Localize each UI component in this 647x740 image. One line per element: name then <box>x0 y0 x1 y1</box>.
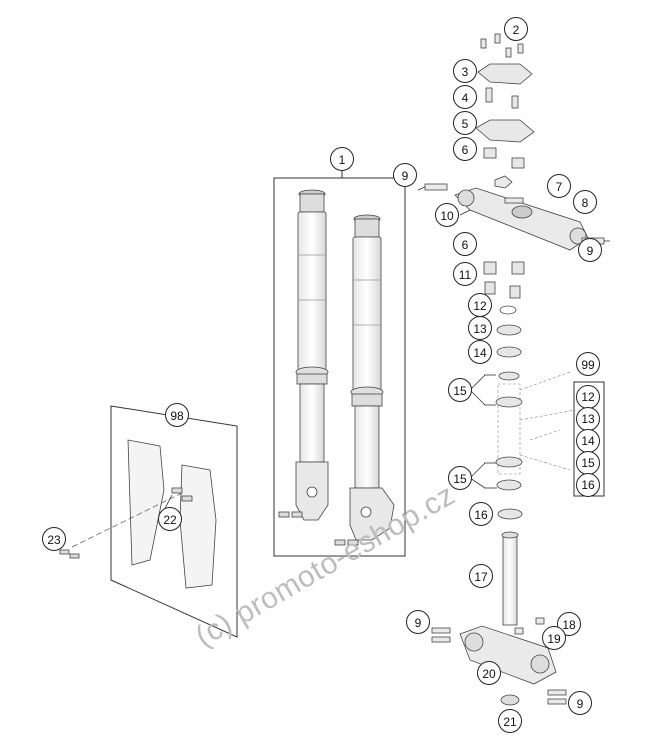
callout-20: 20 <box>477 661 501 685</box>
steering-stem <box>501 531 519 626</box>
fork-leg-right <box>349 214 395 541</box>
dashed-guide-23 <box>71 492 183 548</box>
handlebar-clamps <box>475 33 535 169</box>
kit-item-13: 13 <box>576 407 600 431</box>
callout-10: 10 <box>435 203 459 227</box>
protector-group-frame <box>110 405 238 638</box>
kit-item-15: 15 <box>576 451 600 475</box>
callout-23: 23 <box>42 527 66 551</box>
callout-98: 98 <box>165 403 189 427</box>
callout-9-lower-left: 9 <box>406 610 430 634</box>
callout-9-upper-left: 9 <box>393 163 417 187</box>
steering-bearings <box>483 261 525 381</box>
lower-triple-clamp <box>431 617 567 706</box>
callout-15-upper: 15 <box>448 378 472 402</box>
callout-22: 22 <box>158 507 182 531</box>
callout-99: 99 <box>576 352 600 376</box>
callout-6-upper: 6 <box>453 137 477 161</box>
kit-item-16: 16 <box>576 473 600 497</box>
kit-item-14: 14 <box>576 429 600 453</box>
callout-21: 21 <box>498 709 522 733</box>
callout-9-upper-right: 9 <box>578 238 602 262</box>
callout-8: 8 <box>573 190 597 214</box>
frame-head-ghost <box>497 371 576 475</box>
callout-17: 17 <box>469 564 493 588</box>
upper-triple-clamp <box>424 175 605 251</box>
callout-4: 4 <box>453 85 477 109</box>
callout-6-lower: 6 <box>453 232 477 256</box>
callout-7: 7 <box>547 174 571 198</box>
callout-1: 1 <box>330 147 354 171</box>
fork-bolts <box>278 511 359 546</box>
callout-11: 11 <box>453 262 477 286</box>
kit-item-12: 12 <box>576 385 600 409</box>
callout-9-lower-right: 9 <box>568 691 592 715</box>
protector-screws <box>59 487 193 559</box>
callout-16: 16 <box>469 502 493 526</box>
callout-15-lower: 15 <box>448 466 472 490</box>
fork-group-frame <box>273 177 406 557</box>
bearing-cups <box>495 396 523 520</box>
callout-14: 14 <box>468 340 492 364</box>
callout-19: 19 <box>542 626 566 650</box>
callout-12: 12 <box>468 293 492 317</box>
callout-13: 13 <box>468 316 492 340</box>
fork-leg-left <box>295 189 329 521</box>
callout-3: 3 <box>453 59 477 83</box>
callout-2: 2 <box>504 17 528 41</box>
callout-5: 5 <box>453 111 477 135</box>
